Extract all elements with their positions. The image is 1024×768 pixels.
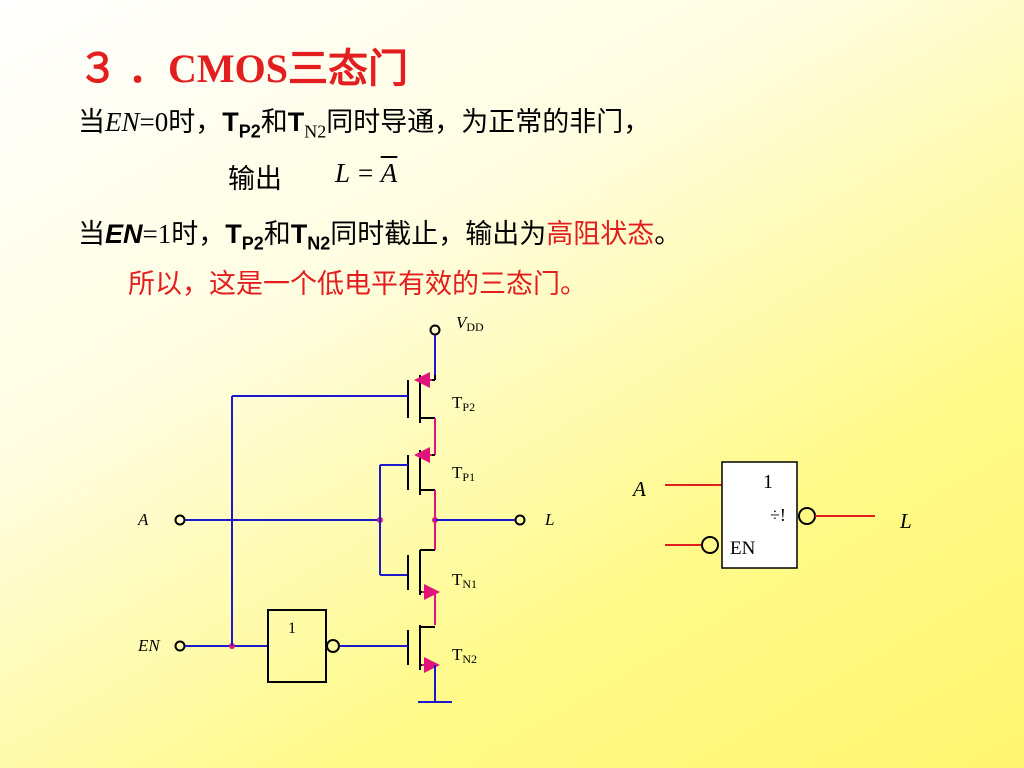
vdd-label: VDD <box>456 313 484 334</box>
inverter-bubble <box>326 639 340 653</box>
text-seg: 和 <box>263 219 291 250</box>
tp1-label: TP1 <box>452 463 475 484</box>
text-seg: 当 <box>78 219 105 250</box>
text-seg: 。 <box>654 219 682 250</box>
transistor-label: T <box>287 107 305 137</box>
output-l-label: L <box>544 510 554 529</box>
en-label: EN <box>105 107 140 137</box>
tp2-label: TP2 <box>452 393 475 414</box>
inverter-box <box>267 609 327 683</box>
conclusion-text: 所以，这是一个低电平有效的三态门。 <box>128 269 587 300</box>
text-seg: 和 <box>260 107 288 138</box>
symbol-a-label: A <box>631 477 646 501</box>
transistor-label: T <box>222 107 239 137</box>
symbol-label-tri: ÷! <box>770 505 786 525</box>
text-seg: 同时截止，输出为 <box>330 219 547 250</box>
transistor-tn1 <box>407 549 440 600</box>
transistor-tp2 <box>407 372 436 423</box>
text-seg: =1时， <box>142 219 226 249</box>
symbol-l-label: L <box>899 509 912 533</box>
tn2-label: TN2 <box>452 645 477 666</box>
transistor-label: T <box>225 219 242 249</box>
slide-title: ３ ．CMOS三态门 <box>78 46 408 91</box>
symbol-en-bubble <box>701 536 719 554</box>
transistor-label: T <box>290 219 308 249</box>
transistor-tn2 <box>407 625 440 673</box>
text-line-3: 当EN=1时，TP2和TN2同时截止，输出为高阻状态。 <box>78 212 681 254</box>
text-seg: 同时导通，为正常的非门， <box>326 107 651 138</box>
eq-left: L = <box>335 158 381 188</box>
output-label: 输出 <box>228 164 282 195</box>
text-seg: 当 <box>78 107 105 138</box>
high-impedance-text: 高阻状态 <box>546 219 655 250</box>
output-equation: L = A <box>335 158 397 189</box>
tn1-label: TN1 <box>452 570 477 591</box>
text-seg: =0时， <box>139 107 223 137</box>
transistor-sub: P2 <box>238 121 261 142</box>
transistor-sub: N2 <box>304 121 327 142</box>
output-terminal <box>514 514 526 526</box>
transistor-sub: P2 <box>241 233 264 254</box>
symbol-box <box>721 461 798 569</box>
text-line-1: 当EN=0时，TP2和TN2同时导通，为正常的非门， <box>78 100 650 142</box>
inverter-label: 1 <box>288 620 296 637</box>
symbol-label-1: 1 <box>763 471 773 493</box>
vdd-terminal <box>429 324 441 336</box>
symbol-output-bubble <box>798 507 816 525</box>
transistor-tp1 <box>407 447 435 495</box>
input-en-label: EN <box>137 636 161 655</box>
transistor-sub: N2 <box>307 233 331 254</box>
input-a-terminal <box>174 514 186 526</box>
input-a-label: A <box>137 510 149 529</box>
symbol-label-en: EN <box>730 538 756 559</box>
eq-right: A <box>380 158 398 188</box>
input-en-terminal <box>174 640 186 652</box>
en-label: EN <box>105 219 143 249</box>
